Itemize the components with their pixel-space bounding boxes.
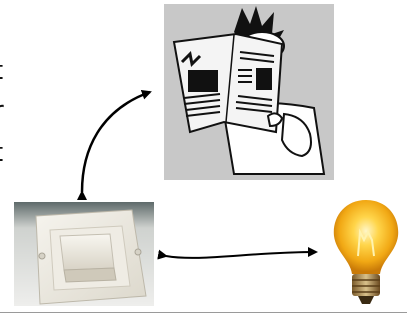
arrow-switch-newspaper (76, 90, 152, 201)
edge-text-fragment-1: t (0, 58, 3, 84)
edge-text-fragment-2: r (0, 98, 4, 124)
arrow-switch-bulb (157, 247, 318, 260)
light-switch-node (14, 202, 154, 306)
edge-text-fragment-3: t (0, 140, 3, 166)
bottom-divider (0, 312, 407, 313)
light-bulb-icon (333, 200, 399, 304)
light-bulb-node (328, 196, 404, 308)
newspaper-reader-node (164, 4, 334, 180)
newspaper-reader-icon (172, 6, 326, 175)
light-switch-icon (14, 202, 154, 306)
